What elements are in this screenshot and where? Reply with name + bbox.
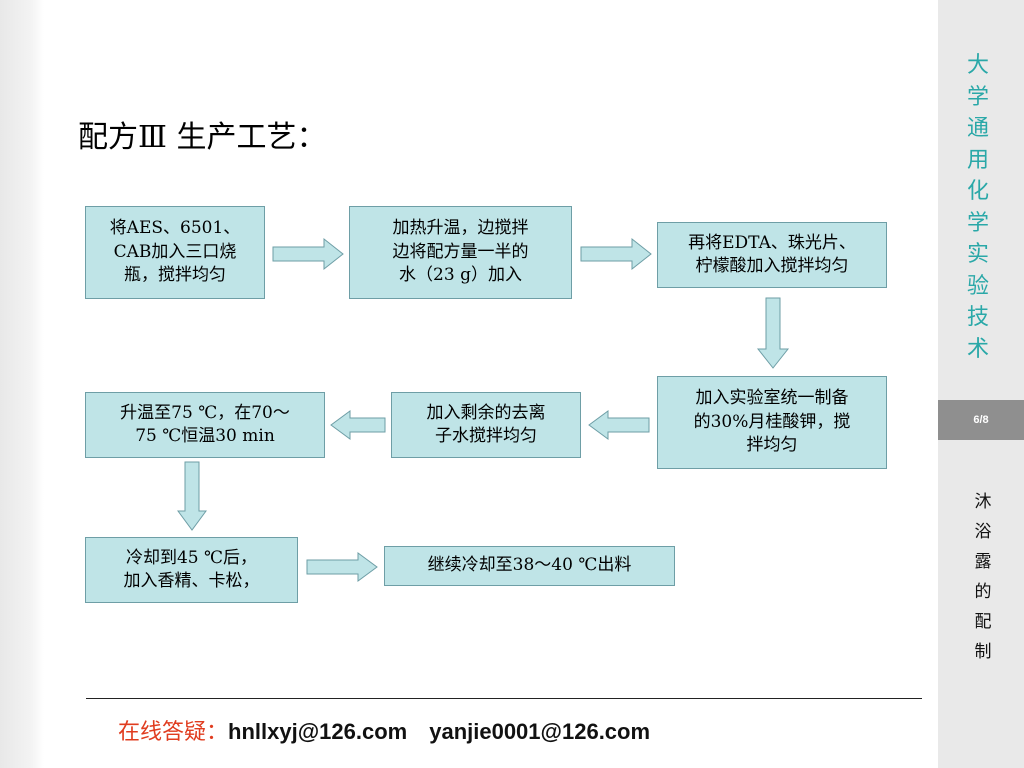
step-1-box: 将AES、6501、 CAB加入三口烧 瓶，搅拌均匀	[85, 206, 265, 299]
section-subtitle-vertical: 沐 浴 露 的 配 制	[963, 487, 1003, 667]
subtitle-char: 浴	[974, 522, 992, 542]
title-char: 用	[966, 147, 989, 173]
step-5-box: 加入剩余的去离 子水搅拌均匀	[391, 392, 581, 458]
title-char: 通	[966, 116, 989, 141]
arrow-right-icon	[306, 552, 378, 582]
step-4-box: 加入实验室统一制备 的30%月桂酸钾，搅 拌均匀	[657, 376, 887, 469]
right-sidebar	[938, 0, 1024, 768]
email-link-1[interactable]: hnllxyj@126.com	[228, 719, 408, 744]
subtitle-char: 露	[974, 552, 992, 572]
subtitle-char: 配	[974, 612, 992, 632]
title-char: 实	[966, 242, 989, 267]
arrow-right-icon	[272, 237, 344, 271]
footer-contact: 在线答疑：hnllxyj@126.com yanjie0001@126.com	[118, 715, 650, 750]
footer-divider	[86, 698, 922, 699]
title-char: 验	[966, 273, 989, 299]
title-char: 大	[966, 53, 989, 78]
title-char: 学	[966, 84, 989, 110]
course-title-vertical: 大 学 通 用 化 学 实 验 技 术	[958, 50, 998, 365]
left-decor-strip	[0, 0, 44, 768]
step-2-box: 加热升温，边搅拌 边将配方量一半的 水（23 g）加入	[349, 206, 572, 299]
page-title: 配方Ⅲ 生产工艺：	[78, 120, 327, 155]
step-8-box: 继续冷却至38～40 ℃出料	[384, 546, 675, 586]
page-indicator[interactable]: 6/8	[938, 400, 1024, 440]
email-link-2[interactable]: yanjie0001@126.com	[429, 719, 651, 744]
title-char: 技	[966, 305, 989, 330]
arrow-left-icon	[330, 410, 386, 440]
subtitle-char: 沐	[974, 492, 992, 512]
step-3-box: 再将EDTA、珠光片、 柠檬酸加入搅拌均匀	[657, 222, 887, 288]
step-7-box: 冷却到45 ℃后， 加入香精、卡松，	[85, 537, 298, 603]
footer-label: 在线答疑：	[118, 720, 229, 745]
subtitle-char: 制	[974, 642, 992, 662]
arrow-left-icon	[588, 410, 650, 440]
title-char: 化	[966, 179, 989, 204]
title-char: 术	[966, 336, 989, 362]
step-6-box: 升温至75 ℃，在70～ 75 ℃恒温30 min	[85, 392, 325, 458]
arrow-right-icon	[580, 237, 652, 271]
title-char: 学	[966, 210, 989, 236]
arrow-down-icon	[756, 297, 790, 369]
arrow-down-icon	[177, 461, 207, 531]
subtitle-char: 的	[974, 582, 992, 602]
